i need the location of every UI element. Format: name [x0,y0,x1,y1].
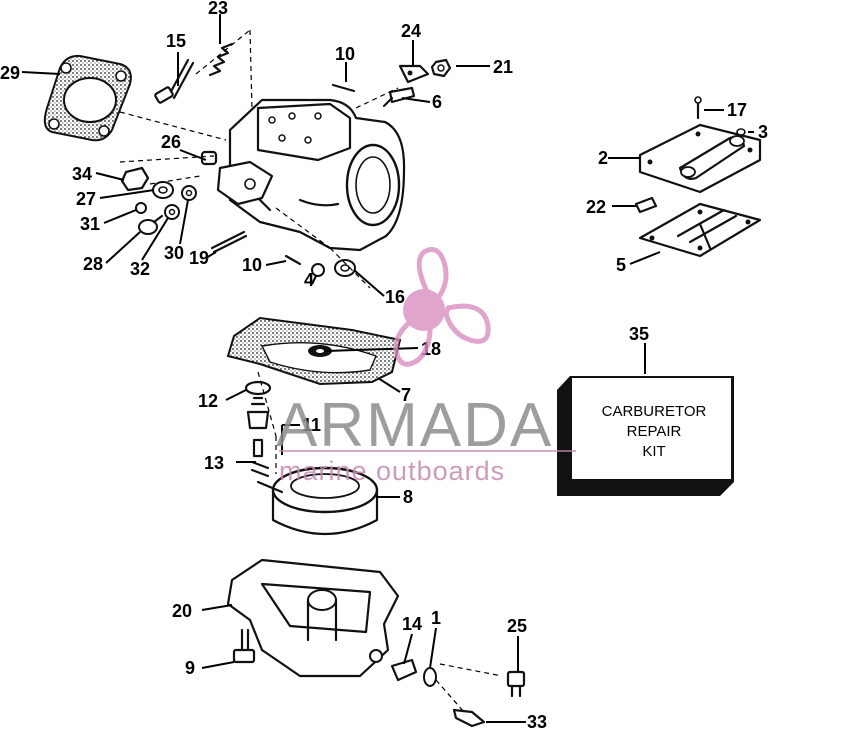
callout-19: 19 [189,248,209,268]
callout-20: 20 [172,601,192,621]
callout-8: 8 [403,487,413,507]
part-24-bracket [398,64,430,84]
watermark-brand: ARMADA [276,391,553,460]
part-10-pin-top [331,83,356,93]
callout-33: 33 [527,712,547,729]
part-30-washer [181,185,197,201]
callout-31: 31 [80,214,100,234]
callout-16: 16 [385,287,405,307]
callout-2: 2 [598,148,608,168]
part-25-plug [506,670,526,698]
part-1-gasket [423,667,437,687]
kit-label-line-3: KIT [642,443,665,460]
part-22-fitting [634,196,658,214]
part-16-nut [334,259,356,277]
part-29-flange-gasket [43,54,132,142]
part-4-ball [311,263,325,277]
callout-6: 6 [432,92,442,112]
part-27-bushing [152,181,174,199]
part-34-cap [120,166,150,192]
alignment-lines [119,29,503,713]
callout-1: 1 [431,608,441,628]
part-5-diaphragm [638,202,762,258]
part-20-float-bowl [226,558,400,678]
callout-22: 22 [586,197,606,217]
callout-4: 4 [304,270,314,290]
part-carburetor-body [216,98,406,252]
callout-15: 15 [166,31,186,51]
callout-10-lower: 10 [242,255,262,275]
part-10-pin-lower [284,254,302,266]
watermark-tagline: marine outboards [279,456,505,486]
part-12-gasket [244,380,272,396]
part-19-screw [210,230,248,254]
callout-13: 13 [204,453,224,473]
callout-14: 14 [402,614,422,634]
callout-9: 9 [185,658,195,678]
part-21-nut [430,58,452,78]
part-28-screw [138,214,164,235]
kit-label-line-2: REPAIR [627,423,682,440]
part-15-screw [154,58,195,104]
callout-21: 21 [493,57,513,77]
part-23-spring [208,42,234,77]
callout-34: 34 [72,164,92,184]
part-33-jet [452,708,486,728]
callout-11: 11 [302,415,321,435]
part-6-screw [382,86,416,108]
part-31-ball [135,202,147,214]
callout-26: 26 [161,132,181,152]
part-8-float [256,466,379,535]
callout-24: 24 [401,21,421,41]
part-3-fitting [736,128,746,136]
callout-32: 32 [130,259,150,279]
callout-12: 12 [198,391,218,411]
callout-23: 23 [208,0,228,18]
callout-35: 35 [629,324,649,344]
part-13-needle [250,438,270,478]
part-26-lever [200,150,218,166]
part-2-pump-cover [638,123,762,194]
callout-10-top: 10 [335,44,355,64]
part-18-washer [308,345,332,357]
part-9-screw [232,628,256,664]
leader-lines [21,14,754,723]
callout-labels: 1 2 3 4 5 6 7 8 9 10 10 11 12 13 14 15 1… [0,0,768,729]
callout-17: 17 [727,100,747,120]
propeller-logo-icon [393,247,491,367]
callout-3: 3 [758,122,768,142]
callout-25: 25 [507,616,527,636]
kit-label-line-1: CARBURETOR [602,403,707,420]
part-17-screw [694,96,702,120]
callout-7: 7 [401,385,411,405]
part-35-repair-kit-box [557,376,734,496]
callout-28: 28 [83,254,103,274]
callout-29: 29 [0,63,20,83]
callout-27: 27 [76,189,96,209]
repair-kit-label: CARBURETOR REPAIR KIT [602,403,707,460]
armada-watermark: ARMADA marine outboards [276,247,576,486]
part-32-washer [164,204,180,220]
part-11-needle-seat [246,396,270,430]
callout-5: 5 [616,255,626,275]
callout-30: 30 [164,243,184,263]
